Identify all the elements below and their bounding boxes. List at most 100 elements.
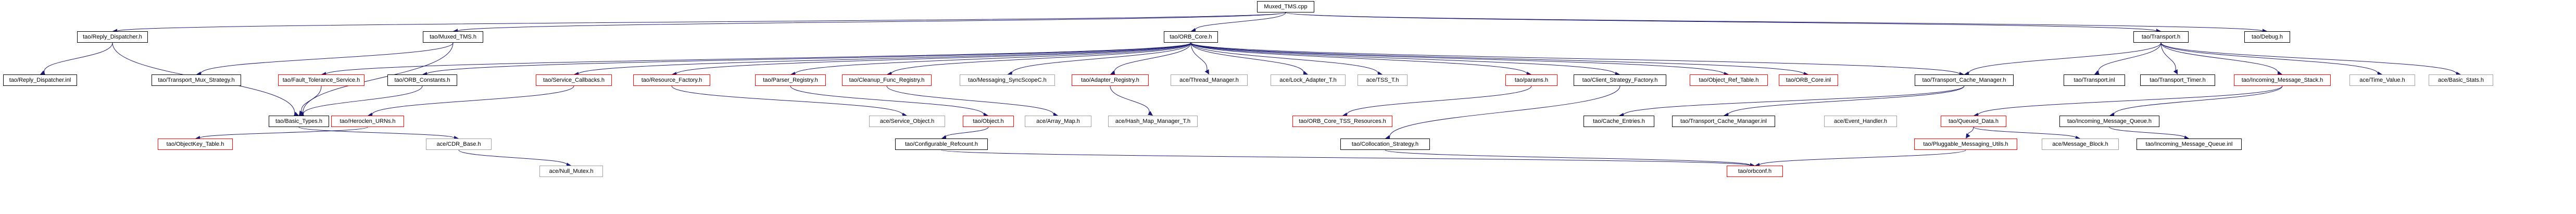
graph-node-muxed_tms_cpp[interactable]: Muxed_TMS.cpp [1257,1,1314,12]
graph-edge [1759,149,1966,166]
graph-node-service_callbacks_h[interactable]: tao/Service_Callbacks.h [536,74,612,86]
graph-node-hash_map_manager_t_h[interactable]: ace/Hash_Map_Manager_T.h [1108,116,1198,127]
graph-node-pluggable_messaging_utils_h[interactable]: tao/Pluggable_Messaging_Utils.h [1914,139,2017,150]
graph-node-thread_manager_h[interactable]: ace/Thread_Manager.h [1171,74,1248,86]
graph-node-null_mutex_h[interactable]: ace/Null_Mutex.h [539,166,603,177]
graph-node-label: tao/Reply_Dispatcher.inl [9,77,71,83]
graph-edge [2114,85,2283,115]
graph-node-lock_adapter_t_h[interactable]: ace/Lock_Adapter_T.h [1271,74,1346,86]
graph-node-label: tao/ObjectKey_Table.h [166,141,224,147]
graph-edge [1978,85,2283,116]
graph-node-cleanup_func_registry_h[interactable]: tao/Cleanup_Func_Registry.h [842,74,932,86]
graph-edge [1190,42,1804,74]
graph-node-label: ace/Array_Map.h [1036,118,1080,124]
graph-node-label: tao/Transport_Timer.h [2150,77,2206,83]
graph-node-service_object_h[interactable]: ace/Service_Object.h [869,116,945,127]
graph-edge [1347,85,1532,115]
graph-edge [795,42,1191,74]
graph-node-label: tao/Service_Callbacks.h [543,77,605,83]
graph-node-label: tao/Transport.inl [2074,77,2115,83]
graph-edge [372,85,574,116]
graph-node-orb_constants_h[interactable]: tao/ORB_Constants.h [387,74,457,86]
graph-node-parser_registry_h[interactable]: tao/Parser_Registry.h [755,74,826,86]
graph-node-object_ref_table_h[interactable]: tao/Object_Ref_Table.h [1690,74,1768,86]
graph-node-corbafwd_h[interactable]: tao/orbconf.h [1727,166,1783,177]
graph-node-label: tao/Transport.h [2141,34,2181,40]
graph-node-params_h[interactable]: tao/params.h [1505,74,1557,86]
graph-node-label: ace/Service_Object.h [879,118,935,124]
graph-node-label: Muxed_TMS.cpp [1264,4,1308,10]
graph-edge [1190,42,1725,74]
graph-edge-arrowhead [1204,69,1209,74]
graph-node-configurable_refcount_h[interactable]: tao/Configurable_Refcount.h [895,139,988,150]
graph-node-label: tao/params.h [1514,77,1549,83]
graph-node-reply_dispatcher_inl[interactable]: tao/Reply_Dispatcher.inl [3,74,77,86]
graph-node-label: tao/orbconf.h [1738,168,1772,174]
graph-node-label: tao/Incoming_Message_Queue.inl [2145,141,2233,147]
graph-edge [303,85,423,115]
graph-edge [199,127,368,139]
graph-edge-arrowhead [1966,133,1970,139]
graph-node-transport_cache_manager_inl[interactable]: tao/Transport_Cache_Manager.inl [1672,116,1775,127]
graph-edge [2160,42,2378,74]
graph-node-event_handler_h[interactable]: ace/Event_Handler.h [1824,116,1897,127]
graph-edge [1973,127,2076,139]
graph-node-reply_dispatcher_h[interactable]: tao/Reply_Dispatcher.h [77,31,148,43]
graph-node-incoming_message_queue_h[interactable]: tao/Incoming_Message_Queue.h [2059,116,2159,127]
graph-node-adapter_registry_h[interactable]: tao/Adapter_Registry.h [1072,74,1149,86]
graph-node-orb_core_inl[interactable]: tao/ORB_Core.inl [1779,74,1838,86]
graph-node-debug_h[interactable]: tao/Debug.h [2244,31,2290,43]
graph-edge [2160,42,2176,71]
graph-node-basic_stats_h[interactable]: ace/Basic_Stats.h [2429,74,2493,86]
graph-edge-arrowhead [299,111,305,116]
graph-node-heroclen_urls_h[interactable]: tao/Heroclen_URNs.h [331,116,404,127]
graph-edge [1114,42,1191,73]
graph-node-basic_types_h[interactable]: tao/Basic_Types.h [269,116,329,127]
graph-node-object_h[interactable]: tao/Object.h [963,116,1014,127]
graph-edge [1011,42,1191,74]
graph-node-array_map_h[interactable]: ace/Array_Map.h [1025,116,1091,127]
graph-node-transport_timer_h[interactable]: tao/Transport_Timer.h [2140,74,2215,86]
graph-edge [2109,127,2185,139]
graph-node-fault_tolerance_service_h[interactable]: tao/Fault_Tolerance_Service.h [278,74,365,86]
graph-edge [1967,127,1974,135]
graph-node-orb_core_h[interactable]: tao/ORB_Core.h [1164,31,1218,43]
graph-edge [790,85,984,116]
graph-node-client_strategy_factory_h[interactable]: tao/Client_Strategy_Factory.h [1574,74,1666,86]
graph-edge-arrowhead [299,110,304,116]
graph-node-collocation_strategy_h[interactable]: tao/Collocation_Strategy.h [1340,139,1430,150]
graph-node-incoming_message_queue_inl[interactable]: tao/Incoming_Message_Queue.inl [2137,139,2242,150]
graph-node-orb_core_tss_resources_h[interactable]: tao/ORB_Core_TSS_Resources.h [1292,116,1392,127]
graph-edge [941,149,1751,166]
graph-node-transport_mux_strategy_h[interactable]: tao/Transport_Mux_Strategy.h [152,74,241,86]
graph-node-message_block_h[interactable]: ace/Message_Block.h [2042,139,2119,150]
graph-node-messaging_syncscopec_h[interactable]: tao/Messaging_SyncScopeC.h [960,74,1055,86]
graph-node-label: tao/Client_Strategy_Factory.h [1582,77,1658,83]
graph-node-cdr_base_h[interactable]: ace/CDR_Base.h [426,139,492,150]
graph-node-transport_inl[interactable]: tao/Transport.inl [2064,74,2125,86]
graph-node-objectkey_table_h[interactable]: tao/ObjectKey_Table.h [158,139,233,150]
graph-edge [676,42,1191,74]
graph-edge [1190,42,1378,74]
graph-edge [1110,85,1150,114]
graph-node-time_value_h[interactable]: ace/Time_Value.h [2349,74,2415,86]
graph-node-label: ace/TSS_T.h [1366,77,1399,83]
graph-node-transport_cache_manager_h[interactable]: tao/Transport_Cache_Manager.h [1915,74,2014,86]
graph-edge-arrowhead [1148,111,1153,116]
graph-node-label: tao/Queued_Data.h [1948,118,1999,124]
graph-node-resource_factory_h[interactable]: tao/Resource_Factory.h [633,74,710,86]
graph-node-tss_t_h[interactable]: ace/TSS_T.h [1358,74,1408,86]
graph-edge [1389,85,1620,138]
graph-edge [671,85,903,116]
graph-node-queued_data_h[interactable]: tao/Queued_Data.h [1941,116,2006,127]
graph-node-label: tao/Cleanup_Func_Registry.h [849,77,925,83]
graph-edge [117,12,1286,32]
graph-edge [298,127,455,139]
graph-node-incoming_message_stack_h[interactable]: tao/Incoming_Message_Stack.h [2234,74,2331,86]
graph-node-transport_h[interactable]: tao/Transport.h [2133,31,2189,43]
graph-node-muxed_tms_h[interactable]: tao/Muxed_TMS.h [423,31,483,43]
graph-node-label: ace/Time_Value.h [2359,77,2405,83]
graph-node-cache_entries_h[interactable]: tao/Cache_Entries.h [1584,116,1654,127]
graph-node-label: ace/Basic_Stats.h [2437,77,2484,83]
graph-edge [1190,42,1208,71]
